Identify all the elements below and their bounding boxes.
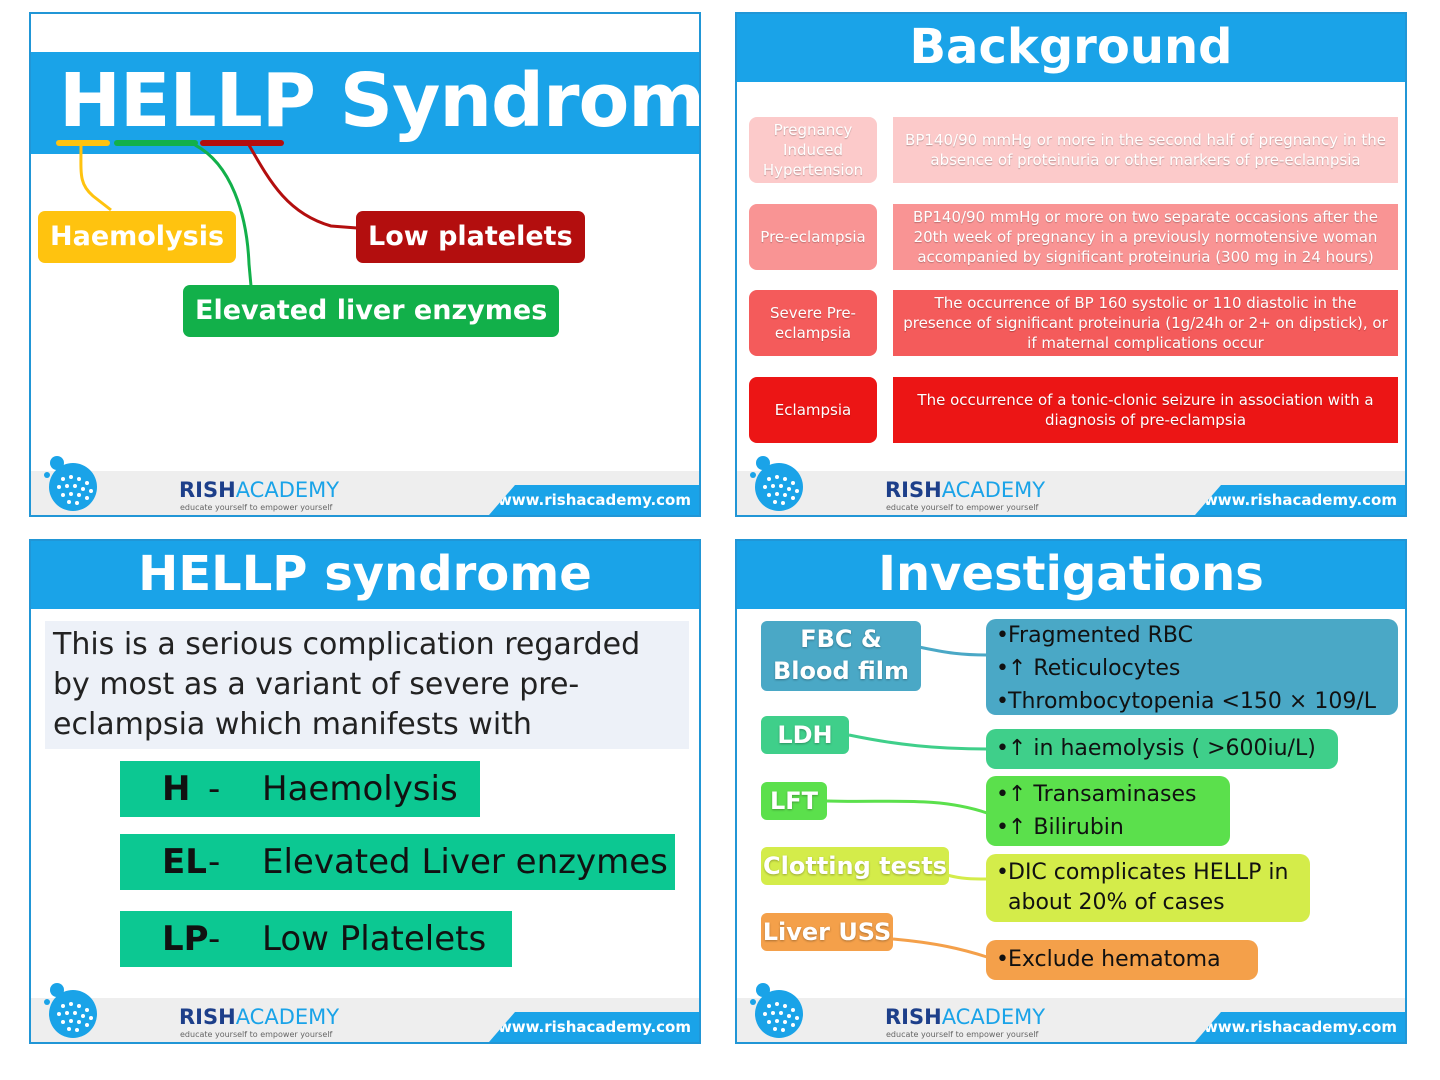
brand-name: RISHACADEMY <box>885 478 1046 502</box>
result-item: ↑ Reticulocytes <box>996 652 1388 685</box>
label-low-platelets: Low platelets <box>356 211 585 263</box>
connector-liver-uss <box>892 937 988 959</box>
row-desc-pre-eclampsia: BP140/90 mmHg or more on two separate oc… <box>893 204 1398 270</box>
brand-name: RISHACADEMY <box>179 1005 340 1029</box>
row-desc-severe-pre-eclampsia: The occurrence of BP 160 systolic or 110… <box>893 290 1398 356</box>
connector-ldh <box>848 733 988 751</box>
result-item: Fragmented RBC <box>996 619 1388 652</box>
brand-tagline: educate yourself to empower yourself <box>180 1030 333 1039</box>
results-ldh: ↑ in haemolysis ( >600iu/L) <box>986 729 1338 769</box>
footer: RISHACADEMY educate yourself to empower … <box>31 983 699 1042</box>
brand-tagline: educate yourself to empower yourself <box>180 503 333 512</box>
brand-tagline: educate yourself to empower yourself <box>886 1030 1039 1039</box>
rish-academy-logo-icon <box>750 456 803 511</box>
website-url: www.rishacademy.com <box>489 485 699 515</box>
brand-tagline: educate yourself to empower yourself <box>886 503 1039 512</box>
row-label-severe-pre-eclampsia: Severe Pre-eclampsia <box>749 290 877 356</box>
slide-title: Background <box>737 14 1405 82</box>
row-label-eclampsia: Eclampsia <box>749 377 877 443</box>
footer: RISHACADEMY educate yourself to empower … <box>31 456 699 515</box>
brand-name: RISHACADEMY <box>885 1005 1046 1029</box>
website-url: www.rishacademy.com <box>1195 485 1405 515</box>
row-label-pre-eclampsia: Pre-eclampsia <box>749 204 877 270</box>
test-ldh: LDH <box>761 716 849 754</box>
results-clotting: DIC complicates HELLP in about 20% of ca… <box>986 854 1310 922</box>
results-lft: ↑ Transaminases ↑ Bilirubin <box>986 776 1230 846</box>
brand-name: RISHACADEMY <box>179 478 340 502</box>
test-liver-uss: Liver USS <box>761 913 893 951</box>
footer: RISHACADEMY educate yourself to empower … <box>737 456 1405 515</box>
connector-low-platelets <box>247 144 358 230</box>
title-band <box>31 52 699 154</box>
row-label-pih: Pregnancy Induced Hypertension <box>749 117 877 183</box>
connector-elevated <box>194 143 253 287</box>
rish-academy-logo-icon <box>44 456 97 511</box>
test-lft: LFT <box>761 782 827 820</box>
result-item: DIC complicates HELLP in about 20% of ca… <box>996 858 1300 918</box>
slide-hellp-definition: HELLP syndrome This is a serious complic… <box>29 539 701 1044</box>
label-haemolysis: Haemolysis <box>38 211 237 263</box>
website-url: www.rishacademy.com <box>1195 1012 1405 1042</box>
rish-academy-logo-icon <box>44 983 97 1038</box>
rish-academy-logo-icon <box>750 983 803 1038</box>
test-clotting: Clotting tests <box>761 847 949 885</box>
result-item: Thrombocytopenia <150 × 109/L <box>996 685 1388 718</box>
connector-lft <box>826 799 988 815</box>
slide-title: Investigations <box>737 541 1405 609</box>
row-desc-pih: BP140/90 mmHg or more in the second half… <box>893 117 1398 183</box>
label-elevated-liver-enzymes: Elevated liver enzymes <box>183 285 560 337</box>
connector-lines <box>56 140 358 287</box>
result-item: ↑ in haemolysis ( >600iu/L) <box>996 729 1328 769</box>
item-low-platelets: LP - Low Platelets <box>120 911 512 967</box>
results-liver-uss: Exclude hematoma <box>986 940 1258 980</box>
item-elevated-liver-enzymes: EL - Elevated Liver enzymes <box>120 834 675 890</box>
slide-title: HELLP Syndrome <box>59 58 701 144</box>
connector-clotting <box>946 873 988 881</box>
result-item: ↑ Bilirubin <box>996 811 1220 844</box>
connector-haemolysis <box>79 144 112 212</box>
result-item: Exclude hematoma <box>996 940 1248 980</box>
footer: RISHACADEMY educate yourself to empower … <box>737 983 1405 1042</box>
slide-hellp-acronym: HELLP Syndrome Haemolysis Low platelets … <box>29 12 701 517</box>
result-item: ↑ Transaminases <box>996 778 1220 811</box>
intro-text: This is a serious complication regarded … <box>45 621 689 749</box>
slide-background: Background Pregnancy Induced Hypertensio… <box>735 12 1407 517</box>
connector-lines <box>826 645 988 959</box>
website-url: www.rishacademy.com <box>489 1012 699 1042</box>
row-desc-eclampsia: The occurrence of a tonic-clonic seizure… <box>893 377 1398 443</box>
slide-title: HELLP syndrome <box>31 541 699 609</box>
test-fbc-blood-film: FBC & Blood film <box>761 621 921 691</box>
connector-fbc <box>918 645 988 657</box>
results-fbc: Fragmented RBC ↑ Reticulocytes Thrombocy… <box>986 619 1398 718</box>
item-haemolysis: H - Haemolysis <box>120 761 480 817</box>
slide-investigations: Investigations FBC & Blood film Fragment… <box>735 539 1407 1044</box>
